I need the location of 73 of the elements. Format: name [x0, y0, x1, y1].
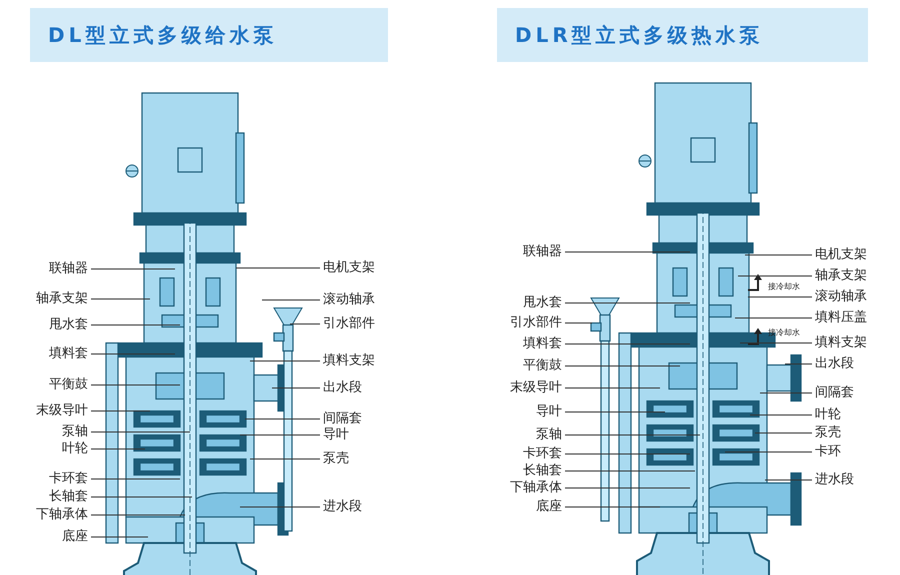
note-text: 接冷却水	[768, 282, 800, 292]
part-label: 卡环	[815, 444, 841, 460]
part-label: 叶轮	[62, 441, 88, 457]
part-label: 末级导叶	[36, 403, 88, 419]
leader-line	[90, 384, 180, 386]
part-label: 平衡鼓	[49, 377, 88, 393]
part-label: 泵壳	[815, 425, 841, 441]
part-label: 电机支架	[815, 247, 867, 263]
leader-line	[754, 432, 812, 434]
leader-line	[564, 322, 592, 324]
leader-line	[90, 496, 192, 498]
leader-line	[90, 324, 180, 326]
part-label: 滚动轴承	[815, 289, 867, 305]
part-label: 引水部件	[323, 316, 375, 332]
part-label: 平衡鼓	[523, 358, 562, 374]
part-label: 联轴器	[49, 261, 88, 277]
part-label: 滚动轴承	[323, 292, 375, 308]
part-label: 填料支架	[815, 335, 867, 351]
leader-line	[90, 448, 146, 450]
leader-line	[748, 296, 812, 298]
leader-line	[90, 298, 150, 300]
part-label: 导叶	[323, 427, 349, 443]
part-label: 填料套	[523, 336, 562, 352]
leader-line	[90, 478, 180, 480]
part-label: 卡环套	[523, 446, 562, 462]
leader-line	[740, 342, 812, 344]
leader-line	[244, 418, 320, 420]
part-label: 填料套	[49, 346, 88, 362]
leader-line	[564, 506, 660, 508]
part-label: 进水段	[815, 472, 854, 488]
part-label: 下轴承体	[36, 507, 88, 523]
part-label: 长轴套	[49, 489, 88, 505]
leader-line	[250, 458, 320, 460]
part-label: 出水段	[815, 356, 854, 372]
leader-line	[240, 506, 320, 508]
leader-line	[744, 254, 812, 256]
part-label: 长轴套	[523, 463, 562, 479]
leader-line	[564, 434, 700, 436]
leader-line	[240, 434, 320, 436]
leader-line	[760, 392, 812, 394]
part-label: 间隔套	[323, 411, 362, 427]
leader-line	[90, 410, 150, 412]
part-label: 进水段	[323, 499, 362, 515]
leader-line	[250, 360, 320, 362]
section-title: DL型立式多级给水泵	[30, 8, 388, 62]
part-label: 底座	[62, 529, 88, 545]
part-label: 泵轴	[62, 424, 88, 440]
part-label: 下轴承体	[510, 480, 562, 496]
part-label: 叶轮	[815, 407, 841, 423]
leader-line	[90, 268, 176, 270]
part-label: 填料支架	[323, 353, 375, 369]
section-title: DLR型立式多级热水泵	[497, 8, 868, 62]
part-label: 电机支架	[323, 260, 375, 276]
part-label: 联轴器	[523, 244, 562, 260]
part-label: 甩水套	[523, 295, 562, 311]
part-label: 填料压盖	[815, 310, 867, 326]
part-label: 卡环套	[49, 471, 88, 487]
part-label: 甩水套	[49, 317, 88, 333]
leader-line	[90, 536, 148, 538]
leader-line	[90, 514, 186, 516]
part-label: 轴承支架	[36, 291, 88, 307]
part-label: 导叶	[536, 404, 562, 420]
part-label: 间隔套	[815, 385, 854, 401]
part-label: 轴承支架	[815, 268, 867, 284]
part-label: 出水段	[323, 380, 362, 396]
leader-line	[564, 470, 696, 472]
part-label: 泵壳	[323, 451, 349, 467]
part-label: 末级导叶	[510, 380, 562, 396]
part-label: 泵轴	[536, 427, 562, 443]
leader-line	[564, 302, 690, 304]
part-label: 引水部件	[510, 315, 562, 331]
leader-line	[750, 414, 812, 416]
part-label: 底座	[536, 499, 562, 515]
